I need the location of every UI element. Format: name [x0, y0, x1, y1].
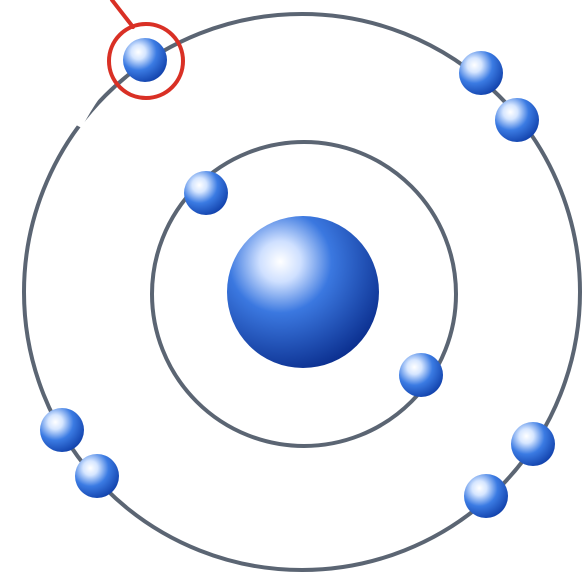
outer-electron [511, 422, 555, 466]
pointer-line [112, 0, 133, 27]
outer-electron [40, 408, 84, 452]
outer-electron [75, 454, 119, 498]
nucleus [227, 216, 379, 368]
inner-electron [184, 171, 228, 215]
inner-electron [399, 353, 443, 397]
outer-electron-highlighted [123, 38, 167, 82]
outer-electron [459, 51, 503, 95]
outer-electron [464, 474, 508, 518]
outer-electron [495, 98, 539, 142]
